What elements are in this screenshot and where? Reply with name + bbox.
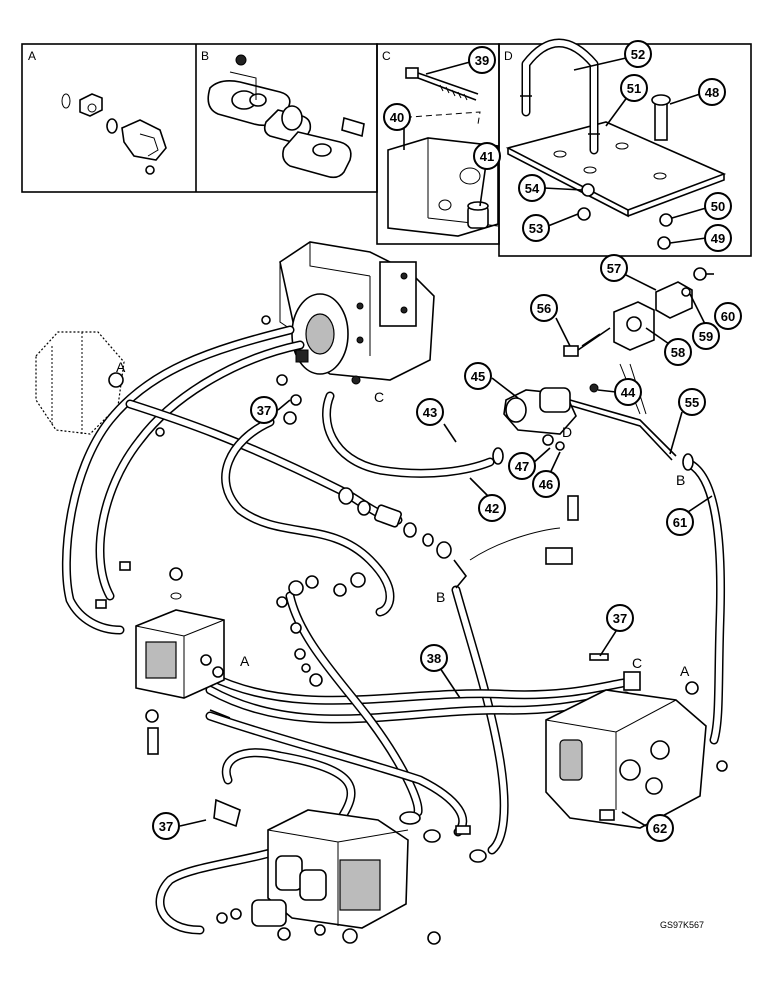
svg-text:44: 44 — [621, 385, 636, 400]
callout-45: 45 — [464, 362, 492, 390]
callout-37-right: 37 — [606, 604, 634, 632]
callout-39: 39 — [468, 46, 496, 74]
svg-text:37: 37 — [613, 611, 627, 626]
panel-label-a: A — [28, 49, 36, 63]
callout-37-lower: 37 — [152, 812, 180, 840]
letter-a-right: A — [680, 663, 690, 679]
svg-text:53: 53 — [529, 221, 543, 236]
callout-49: 49 — [704, 224, 732, 252]
callout-51: 51 — [620, 74, 648, 102]
svg-text:61: 61 — [673, 515, 687, 530]
panel-a-fittings — [61, 93, 167, 175]
svg-text:39: 39 — [475, 53, 489, 68]
callout-38: 38 — [420, 644, 448, 672]
svg-text:55: 55 — [685, 395, 699, 410]
svg-text:47: 47 — [515, 459, 529, 474]
svg-text:40: 40 — [390, 110, 404, 125]
callout-61: 61 — [666, 508, 694, 536]
panel-label-b: B — [201, 49, 209, 63]
svg-text:37: 37 — [257, 403, 271, 418]
callout-42: 42 — [478, 494, 506, 522]
panel-c-block — [387, 67, 499, 237]
callout-56: 56 — [530, 294, 558, 322]
svg-text:50: 50 — [711, 199, 725, 214]
callout-57: 57 — [600, 254, 628, 282]
bolt-39-head — [405, 67, 419, 79]
svg-text:38: 38 — [427, 651, 441, 666]
left-block-fittings — [276, 572, 366, 687]
svg-text:37: 37 — [159, 819, 173, 834]
solenoid-valve-45 — [503, 383, 599, 451]
loader-valve-bank — [213, 798, 487, 945]
svg-text:59: 59 — [699, 329, 713, 344]
callout-37-upper: 37 — [250, 396, 278, 424]
callout-52: 52 — [624, 40, 652, 68]
callout-58: 58 — [664, 338, 692, 366]
main-pump — [261, 241, 435, 385]
callout-62: 62 — [646, 814, 674, 842]
svg-text:51: 51 — [627, 81, 641, 96]
letter-a-top: A — [116, 359, 126, 375]
panel-label-c: C — [382, 49, 391, 63]
letter-c-right: C — [632, 655, 642, 671]
callout-60: 60 — [714, 302, 742, 330]
svg-text:54: 54 — [525, 181, 540, 196]
svg-text:62: 62 — [653, 821, 667, 836]
callout-48: 48 — [698, 78, 726, 106]
svg-text:52: 52 — [631, 47, 645, 62]
callout-59: 59 — [692, 322, 720, 350]
svg-text:57: 57 — [607, 261, 621, 276]
callout-54: 54 — [518, 174, 546, 202]
detail-panels: A B C D — [21, 43, 752, 257]
pipe-clamp-57-58 — [563, 267, 707, 415]
letter-a-left: A — [240, 653, 250, 669]
svg-text:56: 56 — [537, 301, 551, 316]
callout-46: 46 — [532, 470, 560, 498]
middle-fittings — [155, 374, 694, 589]
panel-b-flange-parts — [207, 54, 365, 179]
callout-40: 40 — [383, 103, 411, 131]
reference-code: GS97K567 — [660, 920, 704, 930]
letter-b-mid: B — [436, 589, 445, 605]
letter-c-pump: C — [374, 389, 384, 405]
callout-41: 41 — [473, 142, 501, 170]
panel-label-d: D — [504, 49, 513, 63]
callout-50: 50 — [704, 192, 732, 220]
panel-d-mount-plate — [505, 38, 727, 250]
callout-53: 53 — [522, 214, 550, 242]
svg-text:43: 43 — [423, 405, 437, 420]
svg-text:49: 49 — [711, 231, 725, 246]
callout-55: 55 — [678, 388, 706, 416]
svg-text:60: 60 — [721, 309, 735, 324]
callout-44: 44 — [614, 378, 642, 406]
letter-b-right: B — [676, 472, 685, 488]
svg-text:46: 46 — [539, 477, 553, 492]
svg-text:48: 48 — [705, 85, 719, 100]
callout-47: 47 — [508, 452, 536, 480]
priority-valve-block — [95, 561, 231, 755]
callout-43: 43 — [416, 398, 444, 426]
control-valve-62 — [545, 653, 728, 829]
letter-d: D — [562, 424, 572, 440]
svg-text:41: 41 — [480, 149, 494, 164]
svg-text:42: 42 — [485, 501, 499, 516]
svg-text:45: 45 — [471, 369, 485, 384]
svg-text:58: 58 — [671, 345, 685, 360]
